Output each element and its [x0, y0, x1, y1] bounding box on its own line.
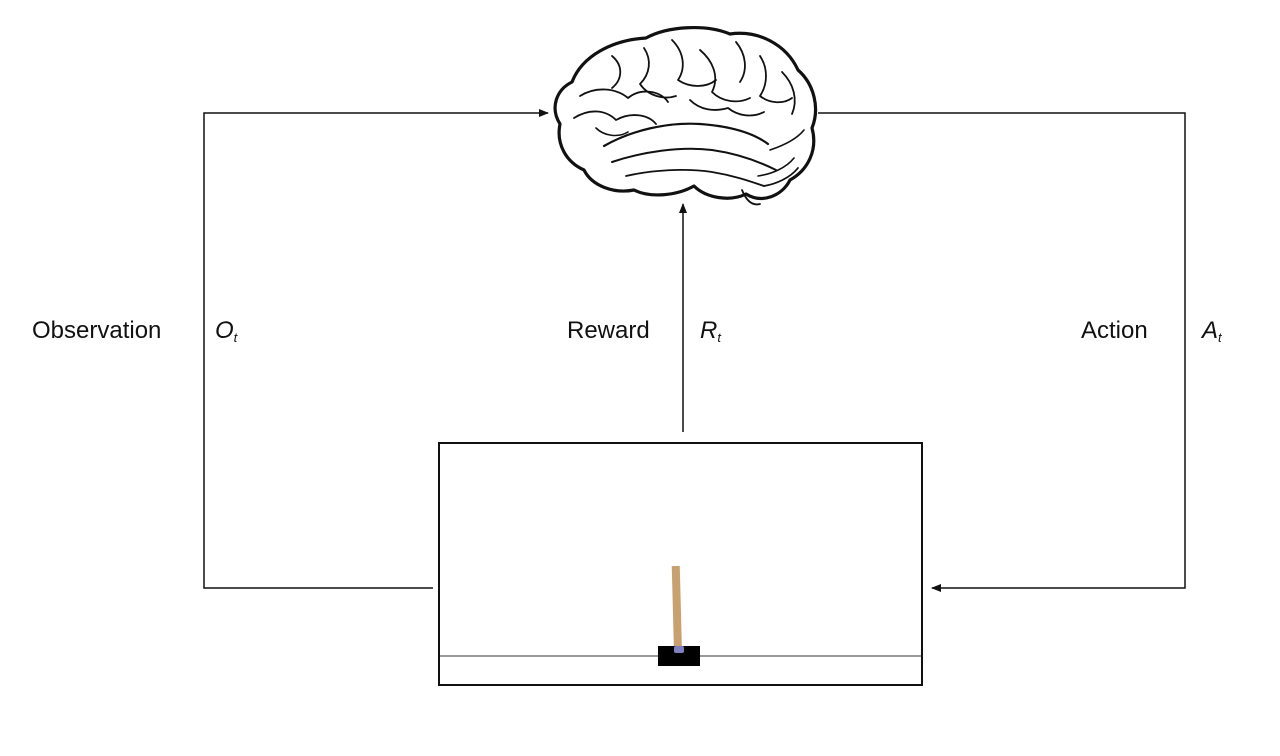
- observation-label: Observation: [32, 317, 161, 344]
- observation-arrow: [203, 109, 549, 589]
- action-arrow: [818, 112, 1186, 592]
- cart: [658, 646, 700, 666]
- cartpole-environment: [438, 442, 923, 686]
- reward-label: Reward: [567, 317, 650, 344]
- axle: [674, 646, 684, 653]
- pole: [671, 565, 682, 653]
- brain-icon: [553, 26, 818, 206]
- observation-symbol: Ot: [215, 317, 239, 345]
- action-label: Action: [1081, 317, 1148, 344]
- reward-symbol: Rt: [700, 317, 722, 345]
- action-symbol: At: [1200, 317, 1223, 345]
